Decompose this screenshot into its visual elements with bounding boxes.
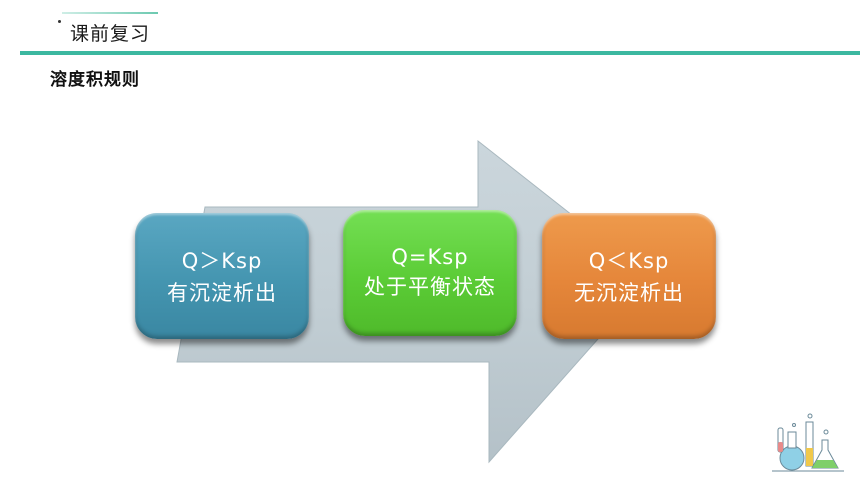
- card-formula: Q=Ksp: [391, 244, 469, 269]
- card-formula: Q＞Ksp: [181, 248, 263, 273]
- card-q-equal-ksp: Q=Ksp 处于平衡状态: [343, 210, 517, 336]
- card-description: 处于平衡状态: [364, 274, 496, 299]
- card-q-greater-ksp: Q＞Ksp 有沉淀析出: [135, 213, 309, 339]
- header-accent-line: [62, 12, 158, 14]
- card-formula: Q＜Ksp: [588, 248, 670, 273]
- card-q-less-ksp: Q＜Ksp 无沉淀析出: [542, 213, 716, 339]
- header-dot: [58, 20, 61, 23]
- lab-flask-icon: [772, 413, 844, 472]
- card-description: 无沉淀析出: [574, 280, 684, 305]
- header-divider: [20, 51, 860, 55]
- card-description: 有沉淀析出: [167, 280, 277, 305]
- header-title: 课前复习: [70, 23, 151, 45]
- page-subtitle: 溶度积规则: [50, 70, 140, 90]
